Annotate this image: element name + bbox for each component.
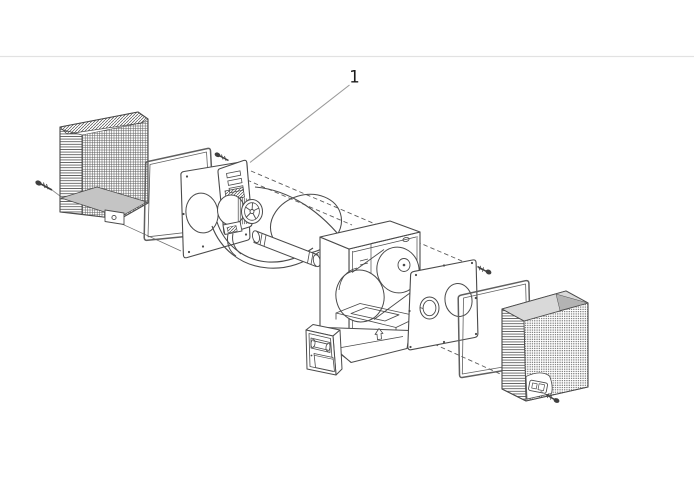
callout-leader-line [249,84,350,163]
axis-guide-left [121,223,182,252]
switch-roller [310,337,331,353]
front-grille-right [501,290,589,402]
callout-label[interactable]: 1 [349,68,360,87]
fan-hub-spider [245,202,260,220]
flexible-conduit [251,230,321,268]
control-module [305,324,343,376]
fan-motor-assembly [217,159,263,257]
airflow-arrow-icon [374,328,384,341]
callout-1[interactable]: 1 [249,68,360,163]
screw-left [35,180,61,197]
rear-mounting-plate [407,259,479,351]
screw-right [540,390,560,403]
control-module-door [313,353,335,372]
rating-plate [528,379,548,394]
screw-rear-plate [477,265,492,275]
screw-motor-plate [214,152,229,162]
front-grille-left [59,111,149,225]
